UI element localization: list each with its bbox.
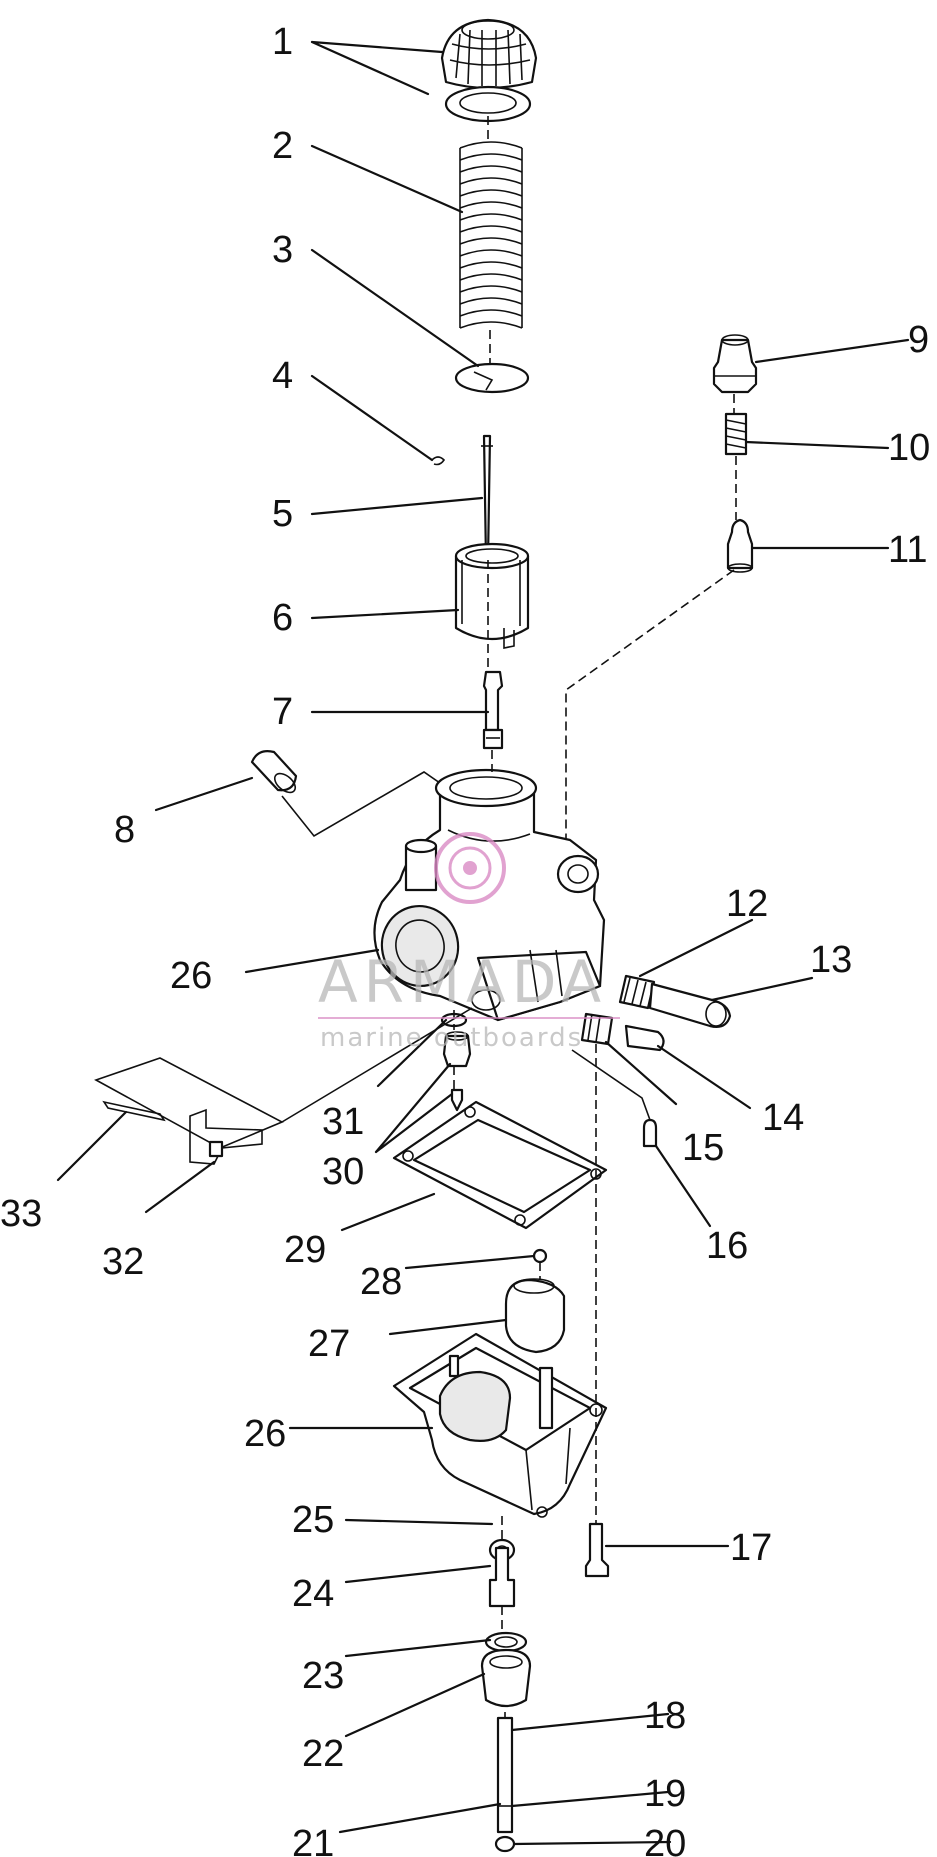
float-needle-seat: [442, 1031, 472, 1068]
callout-11: 11: [888, 529, 927, 571]
watermark-brand: ARMADA: [318, 948, 607, 1016]
mixing-chamber-cap: [440, 18, 538, 90]
cable-boot: [250, 750, 451, 838]
carburetor-body: [373, 768, 606, 1022]
callout-31: 31: [322, 1101, 364, 1143]
pilot-spring: [724, 412, 748, 456]
callout-22: 22: [302, 1733, 344, 1775]
callout-9: 9: [908, 319, 929, 361]
pilot-cap-plug: [726, 518, 754, 573]
callout-23: 23: [302, 1655, 344, 1697]
callout-21: 21: [292, 1823, 334, 1857]
callout-8: 8: [114, 809, 135, 851]
callout-26-bowl: 26: [244, 1413, 286, 1455]
callout-2: 2: [272, 125, 293, 167]
armada-watermark: ARMADA marine outboards: [318, 832, 620, 1053]
callout-6: 6: [272, 597, 293, 639]
callout-4: 4: [272, 355, 293, 397]
callout-27: 27: [308, 1323, 350, 1365]
callout-30: 30: [322, 1151, 364, 1193]
callout-16: 16: [706, 1225, 748, 1267]
float-bowl-screw: [584, 1522, 610, 1578]
callout-1: 1: [272, 21, 293, 63]
drain-tube: [494, 1716, 516, 1853]
callout-19: 19: [644, 1773, 686, 1815]
callout-13: 13: [810, 939, 852, 981]
throttle-stop-spring: [618, 974, 656, 1010]
needle-jet: [482, 670, 504, 750]
float: [504, 1278, 566, 1354]
callout-5: 5: [272, 493, 293, 535]
callout-10: 10: [888, 427, 930, 469]
throttle-slide: [454, 542, 530, 649]
callout-26-body: 26: [170, 955, 212, 997]
callout-7: 7: [272, 691, 293, 733]
callout-29: 29: [284, 1229, 326, 1271]
callout-33: 33: [0, 1193, 42, 1235]
float-bowl-gasket: [392, 1100, 608, 1230]
watermark-logo-icon: [434, 832, 506, 904]
needle-clip: [431, 456, 446, 466]
callout-18: 18: [644, 1695, 686, 1737]
drain-plug-gasket: [484, 1631, 528, 1653]
callout-15: 15: [682, 1127, 724, 1169]
callout-17: 17: [730, 1527, 772, 1569]
watermark-tagline: marine outboards: [320, 1023, 583, 1053]
callout-12: 12: [726, 883, 768, 925]
callout-20: 20: [644, 1823, 686, 1857]
pilot-air-screw: [624, 1024, 665, 1052]
main-jet: [488, 1546, 516, 1608]
callout-25: 25: [292, 1499, 334, 1541]
callout-28: 28: [360, 1261, 402, 1303]
pilot-screw-cap: [712, 334, 758, 394]
float-pin: [532, 1248, 548, 1264]
callout-24: 24: [292, 1573, 334, 1615]
spring-seat: [454, 362, 530, 394]
float-gauge-card: [94, 1057, 284, 1165]
float-needle: [450, 1088, 464, 1112]
throttle-spring: [459, 141, 523, 329]
callout-14: 14: [762, 1097, 804, 1139]
drain-plug: [480, 1648, 532, 1708]
pilot-jet: [642, 1118, 658, 1148]
float-bowl: [392, 1332, 608, 1518]
callout-3: 3: [272, 229, 293, 271]
callout-32: 32: [102, 1241, 144, 1283]
throttle-stop-screw: [648, 982, 732, 1028]
cap-washer: [444, 85, 532, 123]
